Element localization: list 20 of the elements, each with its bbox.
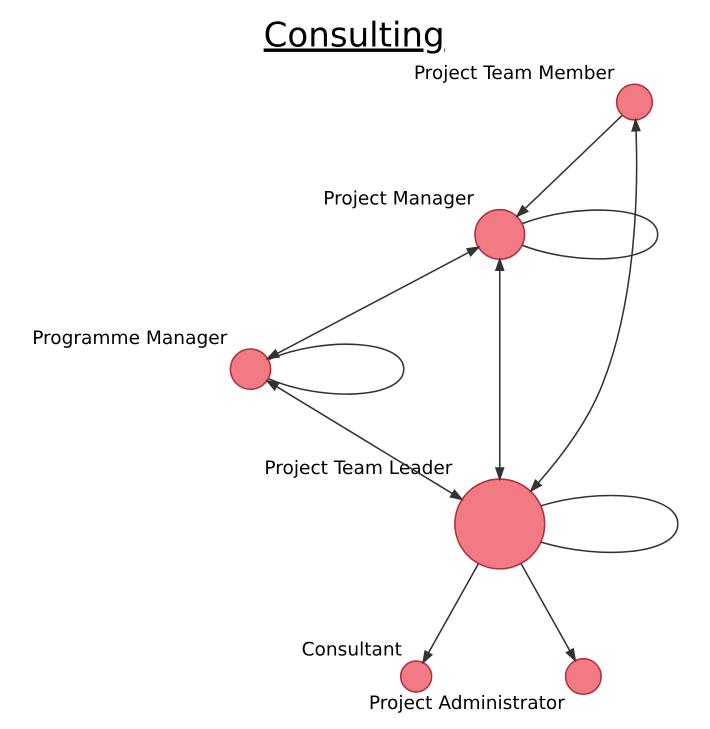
- node-label: Project Administrator: [368, 693, 565, 714]
- node-circle: [564, 658, 602, 696]
- arrow: [520, 563, 576, 662]
- node-label: Programme Manager: [32, 328, 228, 349]
- arrow: [516, 115, 623, 218]
- diagram-title: Consulting: [264, 15, 445, 56]
- node-circle: [230, 348, 272, 390]
- node-label: Project Team Member: [414, 63, 615, 84]
- connector: [268, 343, 405, 395]
- node-circle: [474, 208, 526, 260]
- arrow: [529, 118, 641, 493]
- node-label: Consultant: [302, 640, 402, 661]
- node-circle: [616, 84, 654, 121]
- connector: [522, 209, 658, 260]
- node-label: Project Manager: [323, 188, 474, 210]
- arrow: [265, 380, 464, 501]
- arrow: [494, 257, 505, 482]
- connector: [540, 494, 679, 554]
- node-circle: [400, 660, 432, 693]
- arrow: [422, 563, 480, 664]
